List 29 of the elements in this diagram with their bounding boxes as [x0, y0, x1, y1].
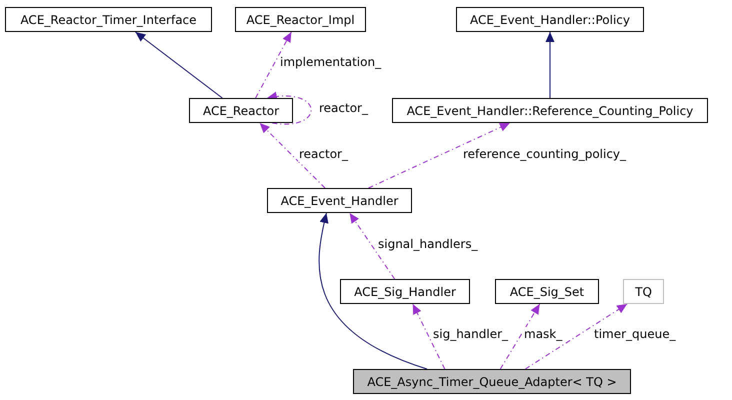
- dashed-arrow: [500, 304, 540, 370]
- dashed-arrow: [524, 304, 628, 370]
- solid-arrow: [134, 32, 223, 98]
- edge-label: reference_counting_policy_: [462, 147, 628, 162]
- class-box: ACE_Sig_Set: [495, 279, 599, 304]
- class-box: ACE_Event_Handler: [267, 188, 412, 213]
- class-box: ACE_Reactor_Impl: [235, 7, 366, 32]
- edge-label: implementation_: [279, 55, 382, 70]
- edge-label: mask_: [523, 327, 564, 342]
- dashed-arrow: [255, 32, 292, 98]
- dashed-arrow: [349, 212, 396, 280]
- edge-label: signal_handlers_: [377, 237, 479, 252]
- edge-label: sig_handler_: [432, 327, 510, 342]
- class-box: ACE_Event_Handler::Policy: [456, 7, 644, 32]
- edge-label: reactor_: [318, 101, 369, 116]
- dashed-arrow: [412, 304, 446, 370]
- class-box: ACE_Event_Handler::Reference_Counting_Policy: [392, 98, 708, 123]
- solid-arrow: [546, 32, 554, 98]
- class-box: ACE_Sig_Handler: [340, 279, 470, 304]
- edge-label: reactor_: [298, 147, 349, 162]
- class-box: ACE_Reactor_Timer_Interface: [5, 7, 212, 32]
- solid-arrow: [318, 212, 428, 370]
- dashed-arrow: [266, 92, 312, 125]
- class-box: ACE_Async_Timer_Queue_Adapter< TQ >: [353, 369, 631, 394]
- class-box: TQ: [623, 279, 664, 304]
- dashed-arrow: [368, 122, 510, 188]
- class-box: ACE_Reactor: [189, 98, 293, 123]
- edge-label: timer_queue_: [593, 327, 677, 342]
- dashed-arrow: [259, 122, 326, 188]
